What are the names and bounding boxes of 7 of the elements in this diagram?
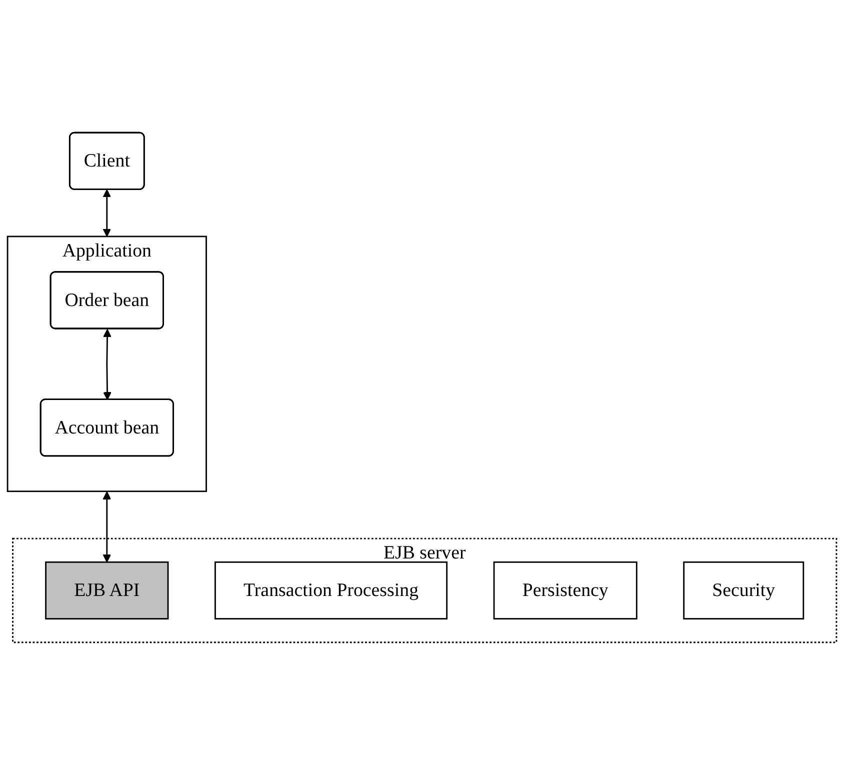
node-box: Transaction Processing bbox=[214, 561, 448, 620]
arrow bbox=[102, 491, 112, 562]
arrow bbox=[102, 189, 112, 237]
node-box: EJB API bbox=[45, 561, 169, 620]
arrow bbox=[103, 328, 112, 400]
node-box: Security bbox=[683, 561, 804, 620]
node-box: Persistency bbox=[493, 561, 638, 620]
